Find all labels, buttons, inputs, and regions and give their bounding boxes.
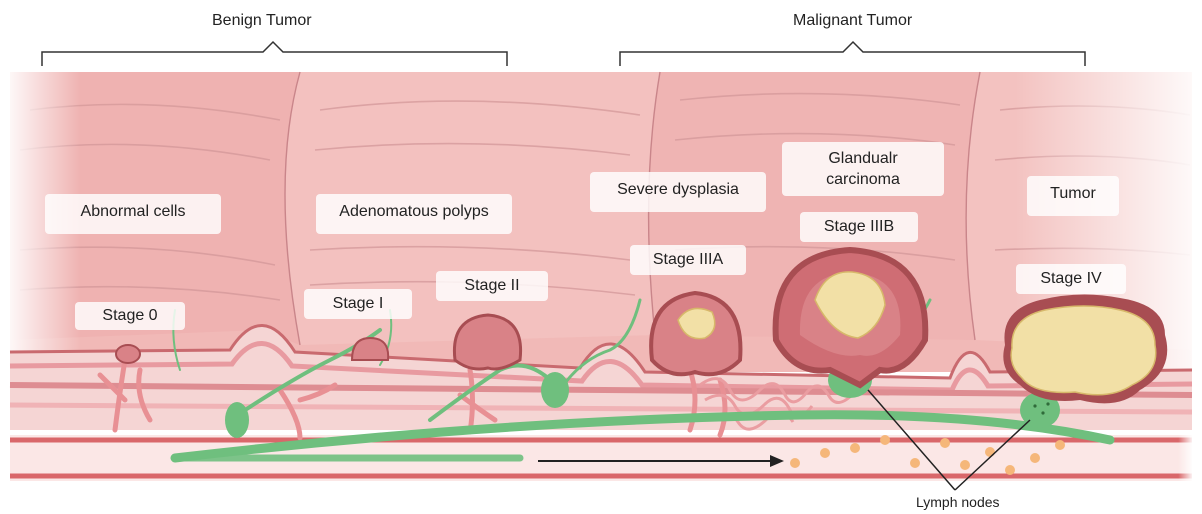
stage-0-lesion — [116, 345, 140, 363]
stage-2-label: Stage II — [436, 271, 548, 301]
stage-3a-label: Stage IIIA — [630, 245, 746, 275]
severe-dysplasia-label: Severe dysplasia — [590, 172, 766, 212]
malignant-tumor-heading: Malignant Tumor — [793, 12, 912, 30]
stage-3b-label: Stage IIIB — [800, 212, 918, 242]
stage-4-tumor — [1003, 294, 1167, 403]
benign-tumor-heading: Benign Tumor — [212, 12, 312, 30]
abnormal-cells-label: Abnormal cells — [45, 194, 221, 234]
stage-4-label: Stage IV — [1016, 264, 1126, 294]
stage-3a-tumor — [651, 293, 740, 374]
benign-bracket — [42, 42, 507, 66]
malignant-bracket — [620, 42, 1085, 66]
stage-1-polyp — [352, 338, 388, 360]
adenomatous-polyps-label: Adenomatous polyps — [316, 194, 512, 234]
lymph-nodes-label: Lymph nodes — [916, 494, 1000, 510]
stage-2-polyp — [454, 315, 520, 369]
glandular-carcinoma-label: Glandualr carcinoma — [782, 142, 944, 196]
stage-1-label: Stage I — [304, 289, 412, 319]
stage-3b-tumor — [776, 250, 926, 385]
tumor-label: Tumor — [1027, 176, 1119, 216]
stage-0-label: Stage 0 — [75, 302, 185, 330]
